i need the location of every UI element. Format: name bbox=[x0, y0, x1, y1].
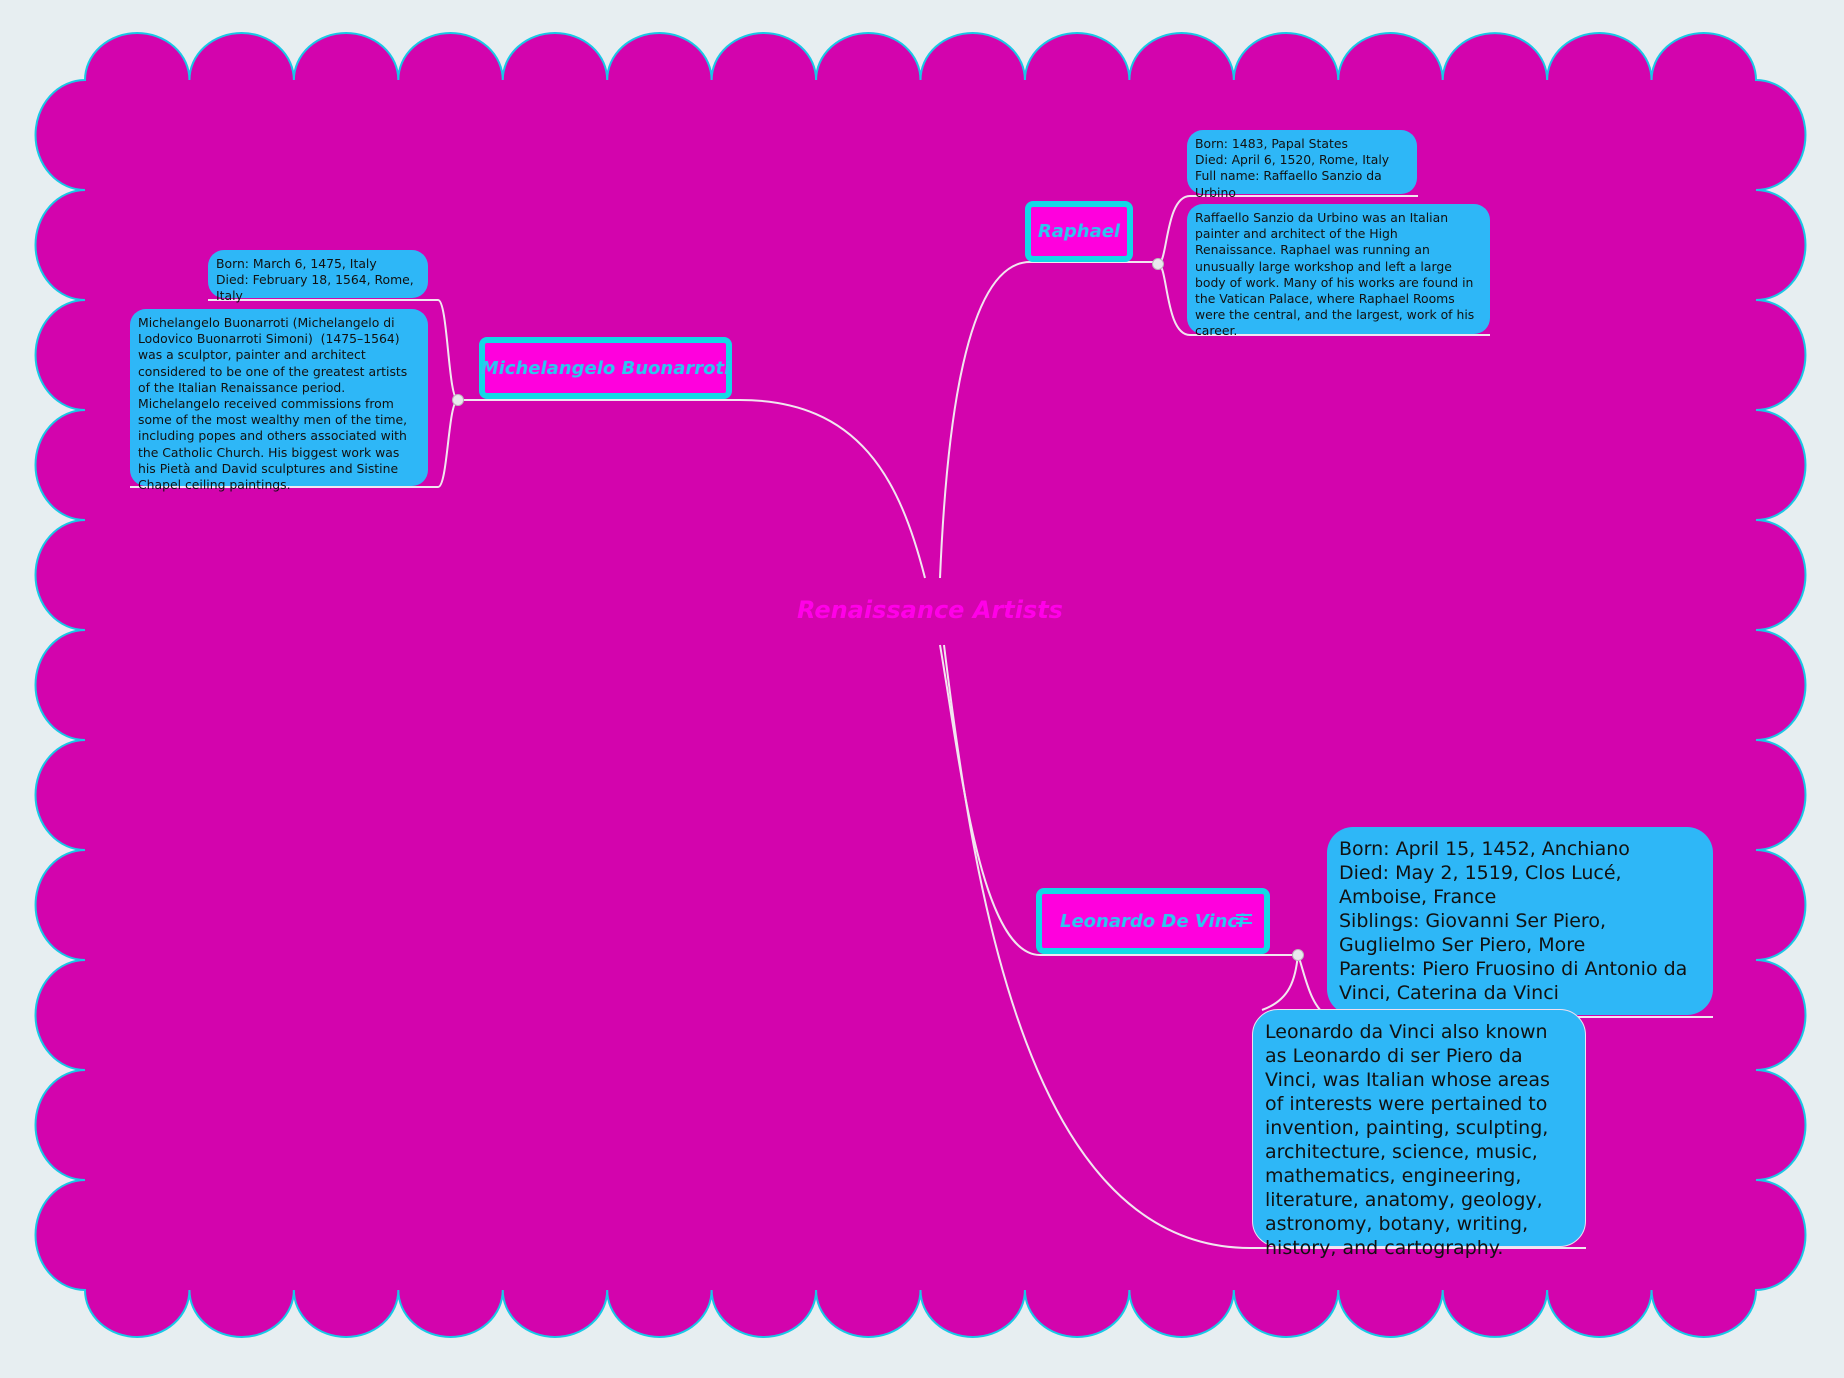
connector-raphael bbox=[939, 261, 1158, 579]
connectors bbox=[130, 195, 1713, 1249]
joint-michelangelo[interactable] bbox=[452, 394, 464, 406]
note-raphael-facts: Born: 1483, Papal States Died: April 6, … bbox=[1187, 130, 1417, 200]
joint-raphael[interactable] bbox=[1152, 258, 1164, 270]
topic-leonardo-label: Leonardo De Vinci bbox=[1060, 910, 1245, 932]
topic-raphael[interactable]: Raphael bbox=[1025, 201, 1133, 262]
note-michelangelo-bio: Michelangelo Buonarroti (Michelangelo di… bbox=[130, 309, 428, 492]
note-leonardo-facts: Born: April 15, 1452, Anchiano Died: May… bbox=[1327, 827, 1713, 1015]
notes-icon[interactable] bbox=[1236, 914, 1252, 928]
connector-leonardo bbox=[939, 644, 1298, 956]
note-leonardo-bio: Leonardo da Vinci also known as Leonardo… bbox=[1252, 1009, 1586, 1259]
joint-leonardo[interactable] bbox=[1292, 949, 1304, 961]
central-topic[interactable]: Renaissance Artists bbox=[797, 596, 1063, 624]
note-michelangelo-facts: Born: March 6, 1475, Italy Died: Februar… bbox=[208, 250, 428, 303]
note-raphael-bio: Raffaello Sanzio da Urbino was an Italia… bbox=[1187, 204, 1490, 338]
connector-michelangelo bbox=[458, 399, 926, 579]
topic-michelangelo-label: Michelangelo Buonarroti bbox=[480, 357, 731, 379]
topic-michelangelo[interactable]: Michelangelo Buonarroti bbox=[479, 337, 732, 399]
connector-leo-bio bbox=[1261, 954, 1299, 1011]
topic-leonardo[interactable]: Leonardo De Vinci bbox=[1036, 888, 1270, 954]
connector-leonardo-2 bbox=[943, 644, 1251, 1249]
topic-raphael-label: Raphael bbox=[1037, 221, 1121, 242]
